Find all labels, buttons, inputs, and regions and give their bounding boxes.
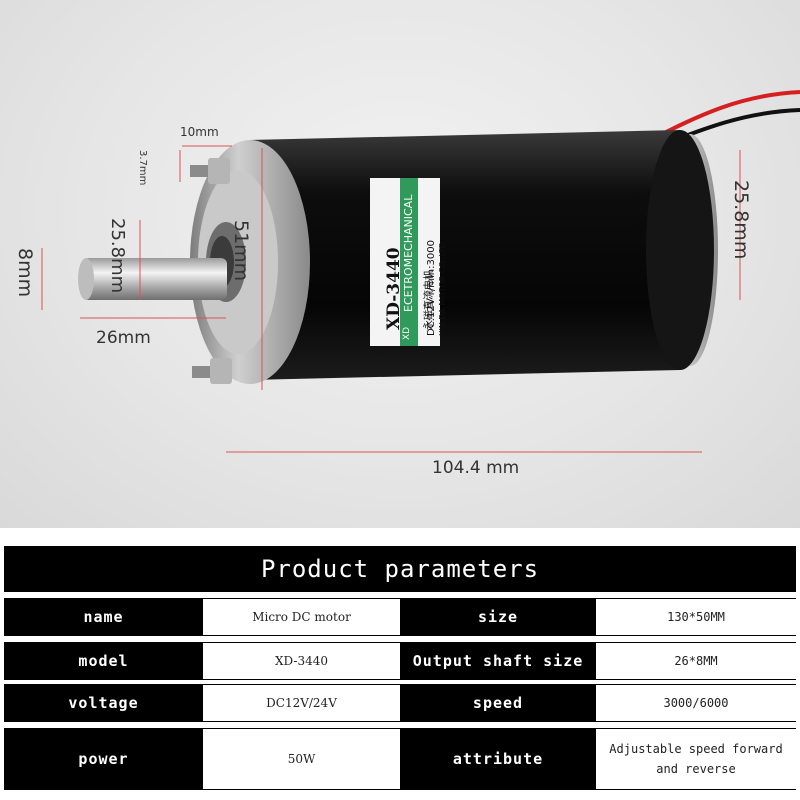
dim-body-diameter: 51mm xyxy=(230,220,252,282)
param-key: model xyxy=(4,642,203,680)
param-key: size xyxy=(400,598,596,636)
motor-illustration xyxy=(41,90,800,453)
dim-rear-cap: 25.8mm xyxy=(730,180,752,260)
param-value: Micro DC motor xyxy=(203,598,400,636)
dim-flange: 25.8mm xyxy=(107,218,128,294)
param-key: Output shaft size xyxy=(400,642,596,680)
param-value: Adjustable speed forward and reverse xyxy=(596,728,796,790)
table-row: name Micro DC motor size 130*50MM xyxy=(4,598,796,636)
param-key: voltage xyxy=(4,684,203,722)
param-value: DC12V/24V xyxy=(203,684,400,722)
dim-shaft-diameter: 8mm xyxy=(14,248,36,298)
table-row: model XD-3440 Output shaft size 26*8MM xyxy=(4,642,796,680)
dim-top-bolt: 10mm xyxy=(180,125,219,139)
param-value: XD-3440 xyxy=(203,642,400,680)
param-value: 50W xyxy=(203,728,400,790)
dimension-lines xyxy=(41,145,741,453)
top-bolt xyxy=(190,158,230,184)
label-maker: XIN DA MOTOR CO.,LTD xyxy=(438,242,447,336)
param-key: attribute xyxy=(400,728,596,790)
shaft xyxy=(82,258,227,300)
table-row: voltage DC12V/24V speed 3000/6000 xyxy=(4,684,796,722)
product-photo: 10mm 3.7mm 25.8mm 51mm 8mm 26mm 25.8mm 1… xyxy=(0,0,800,528)
motor-body xyxy=(250,130,700,380)
param-value: 26*8MM xyxy=(596,642,796,680)
param-key: name xyxy=(4,598,203,636)
param-value: 130*50MM xyxy=(596,598,796,636)
dim-bolt-height: 3.7mm xyxy=(137,150,148,186)
dim-total-length: 104.4 mm xyxy=(432,458,520,478)
motor-label xyxy=(370,178,440,346)
label-model: XD-3440 xyxy=(384,247,404,330)
label-xd: XD xyxy=(402,326,412,340)
param-key: power xyxy=(4,728,203,790)
param-value: 3000/6000 xyxy=(596,684,796,722)
bottom-bolt xyxy=(192,358,232,384)
label-spec: DC:12V r/min:3000 xyxy=(426,240,437,336)
parameters-table: Product parameters name Micro DC motor s… xyxy=(4,546,796,796)
table-row: power 50W attribute Adjustable speed for… xyxy=(4,728,796,790)
table-title: Product parameters xyxy=(4,546,796,592)
param-key: speed xyxy=(400,684,596,722)
label-band: ECETROMECHANICAL xyxy=(402,194,415,312)
dim-shaft-length: 26mm xyxy=(96,328,151,348)
